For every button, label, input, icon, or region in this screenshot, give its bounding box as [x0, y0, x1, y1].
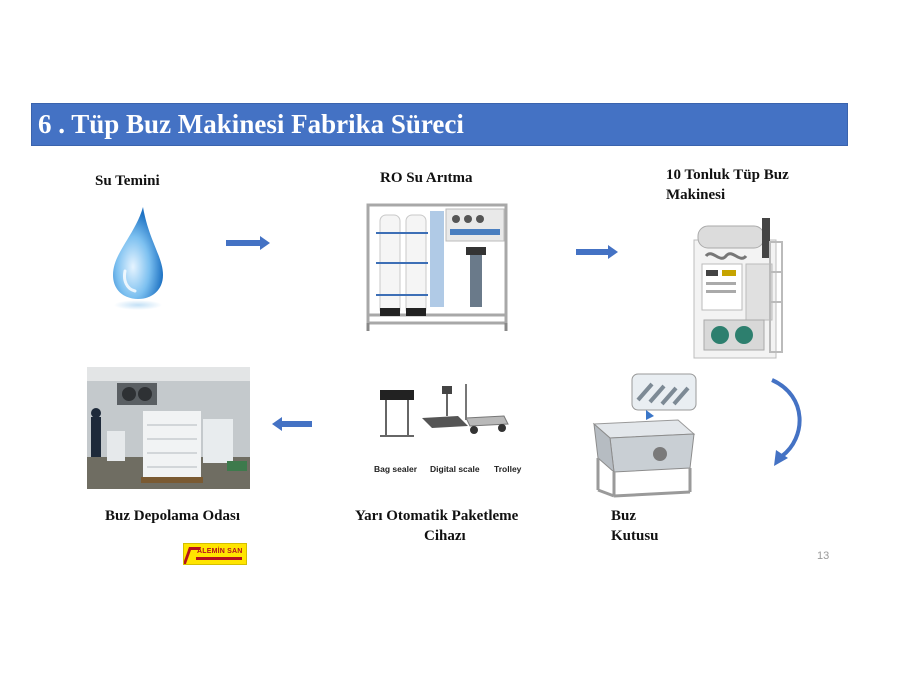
- storage-room-photo: [87, 367, 250, 489]
- page-number: 13: [817, 550, 830, 562]
- label-trolley: Trolley: [494, 464, 522, 474]
- label-packaging-line1: Yarı Otomatik Paketleme: [355, 508, 519, 524]
- label-ice-machine-line1: 10 Tonluk Tüp Buz: [666, 167, 789, 183]
- label-storage: Buz Depolama Odası: [105, 508, 241, 524]
- label-ice-machine-line2: Makinesi: [666, 187, 726, 203]
- logo-text: ALEMİN SAN: [197, 548, 243, 555]
- packaging-equipment-icon: [380, 384, 509, 437]
- water-drop-icon: [113, 207, 163, 310]
- company-logo: ALEMİN SAN: [183, 543, 247, 565]
- label-ro-treatment: RO Su Arıtma: [380, 170, 473, 186]
- arrow-right-icon-2: [576, 245, 618, 259]
- label-packaging-line2: Cihazı: [424, 528, 466, 544]
- arrow-right-icon: [226, 236, 270, 250]
- title-bar: [31, 103, 848, 146]
- arrow-left-icon: [272, 417, 312, 431]
- label-ice-box-line1: Buz: [611, 508, 637, 524]
- slide-title: 6 . Tüp Buz Makinesi Fabrika Süreci: [38, 109, 464, 139]
- label-water-supply: Su Temini: [95, 173, 160, 189]
- label-ice-box-line2: Kutusu: [611, 528, 659, 544]
- tube-ice-machine-icon: [693, 218, 783, 359]
- ro-machine-icon: [366, 203, 508, 331]
- label-bag-sealer: Bag sealer: [374, 464, 417, 474]
- label-digital-scale: Digital scale: [430, 464, 480, 474]
- curved-arrow-icon: [771, 378, 802, 466]
- ice-box-icon: [592, 373, 697, 498]
- logo-stripe: [196, 557, 242, 560]
